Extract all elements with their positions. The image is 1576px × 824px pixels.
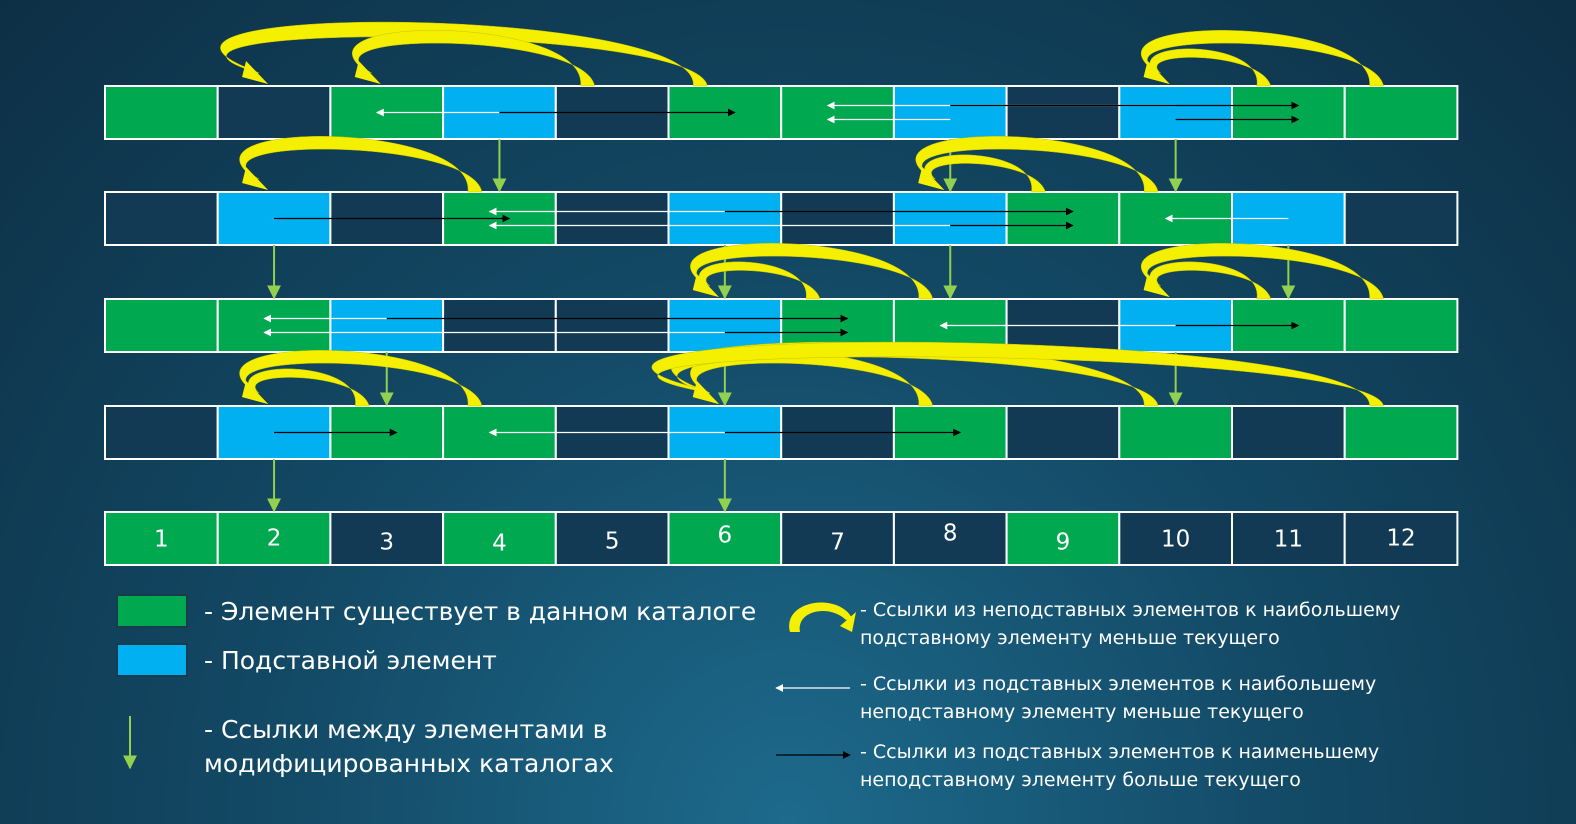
cell-r1-c9 (1005, 85, 1121, 140)
yellow-arc (1149, 48, 1272, 87)
cell-r3-c4 (442, 298, 557, 353)
yellow-arc (924, 154, 1046, 193)
cell-label-3: 3 (379, 530, 394, 556)
cell-r3-c5 (554, 298, 670, 353)
cell-label-10: 10 (1161, 527, 1190, 553)
cell-label-11: 11 (1274, 527, 1303, 553)
legend-yellow-arc-icon (789, 602, 852, 632)
yellow-arc (220, 21, 708, 87)
cell-r1-c10 (1118, 85, 1234, 140)
yellow-arc-head (1143, 61, 1170, 84)
yellow-arcs (220, 21, 1384, 407)
legend-yellow-text: - Ссылки из неподставных элементов к наи… (860, 599, 1401, 649)
cell-r2-c5 (554, 191, 670, 246)
yellow-arc (239, 136, 483, 193)
cell-label-4: 4 (492, 531, 507, 557)
cell-r3-c1 (104, 298, 219, 353)
cell-r2-c7 (780, 191, 895, 246)
yellow-arc (248, 368, 370, 407)
yellow-arc-head (692, 274, 719, 297)
cell-r3-c2 (216, 298, 332, 353)
yellow-arc (698, 261, 821, 300)
legend-green-swatch (116, 594, 188, 628)
cell-r2-c9 (1005, 191, 1121, 246)
yellow-arc-head (354, 61, 381, 84)
yellow-arc-head (1143, 274, 1170, 297)
cell-label-1: 1 (154, 527, 169, 553)
cell-r2-c12 (1343, 191, 1459, 246)
cell-label-12: 12 (1386, 526, 1415, 552)
cell-r5-c1 (104, 511, 219, 566)
yellow-arc-head (242, 61, 269, 84)
legend-blue-swatch (116, 643, 188, 677)
legend-white-text: - Ссылки из подставных элементов к наибо… (860, 673, 1377, 723)
cell-r5-c3 (329, 511, 445, 566)
legend-blue-text: - Подставной элемент (204, 646, 497, 675)
cell-label-2: 2 (267, 526, 282, 552)
cell-r3-c12 (1343, 298, 1459, 353)
cell-r5-c5 (554, 511, 670, 566)
legend-green-text: - Элемент существует в данном каталоге (204, 597, 757, 626)
yellow-arc-head (692, 381, 719, 404)
cell-label-7: 7 (830, 530, 845, 556)
yellow-arc-head (242, 167, 269, 190)
cell-r4-c1 (104, 405, 219, 460)
cell-label-6: 6 (718, 523, 733, 549)
cell-r1-c1 (104, 85, 219, 140)
cell-r5-c12 (1343, 511, 1459, 566)
yellow-arc (1149, 261, 1272, 300)
cell-r5-c7 (780, 511, 895, 566)
cell-r4-c12 (1343, 405, 1459, 460)
cell-r5-c6 (667, 511, 783, 566)
cell-label-8: 8 (943, 521, 958, 547)
cell-r2-c6 (667, 191, 783, 246)
horizontal-links (263, 101, 1300, 437)
cell-label-5: 5 (605, 529, 620, 555)
cell-r1-c11 (1231, 85, 1346, 140)
cell-r5-c11 (1231, 511, 1346, 566)
cell-r4-c11 (1231, 405, 1346, 460)
cell-label-9: 9 (1056, 530, 1071, 556)
cell-r5-c9 (1005, 511, 1121, 566)
cell-r5-c2 (216, 511, 332, 566)
cell-r2-c8 (892, 191, 1008, 246)
cell-r5-c8 (892, 511, 1008, 566)
legend-green-link-text: - Ссылки между элементами в модифицирова… (204, 715, 614, 778)
cell-r1-c8 (892, 85, 1008, 140)
cell-r3-c3 (329, 298, 445, 353)
cell-r1-c12 (1343, 85, 1459, 140)
legend-yellow-arc-head-icon (840, 612, 856, 632)
legend-black-text: - Ссылки из подставных элементов к наиме… (860, 741, 1380, 791)
legend-icons (123, 602, 856, 770)
yellow-arc-head (918, 167, 945, 190)
cell-r1-c2 (216, 85, 332, 140)
cell-r2-c1 (104, 191, 219, 246)
yellow-arc-head (242, 381, 269, 404)
cell-r4-c10 (1118, 405, 1234, 460)
cell-r1-c7 (780, 85, 895, 140)
cell-r4-c9 (1005, 405, 1121, 460)
